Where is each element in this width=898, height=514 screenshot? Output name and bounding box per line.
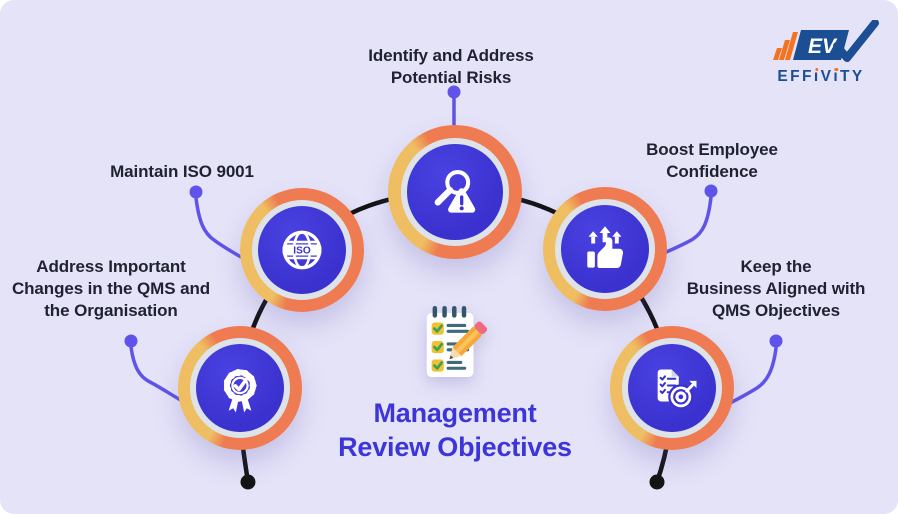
award-badge-check-icon [223, 369, 257, 413]
node-core [407, 144, 503, 240]
node-keep-aligned [610, 326, 734, 450]
label-address-changes: Address Important Changes in the QMS and… [11, 257, 211, 320]
wordmark-i: ı [813, 68, 821, 85]
iso-globe-icon: ISO [282, 230, 322, 270]
label-boost-confidence: Boost Employee Confidence [646, 140, 778, 181]
logo-mark-text: EV [808, 35, 838, 58]
wordmark-part: EFF [777, 68, 814, 85]
node-ring [190, 338, 290, 438]
arc-end-dot-right [649, 474, 665, 490]
label-connector-dots [124, 85, 783, 348]
effivity-logo: EV EFFıVıTY [760, 20, 882, 86]
node-core [627, 343, 717, 433]
label-identify-risks: Identify and Address Potential Risks [368, 46, 534, 87]
node-core [560, 204, 650, 294]
label-keep-aligned: Keep the Business Aligned with QMS Objec… [686, 257, 866, 320]
node-address-changes [178, 326, 302, 450]
effivity-logo-mark: EV [773, 20, 879, 62]
node-ring: ISO [252, 200, 352, 300]
effivity-wordmark: EFFıVıTY [777, 68, 864, 86]
node-maintain-iso: ISO [240, 188, 364, 312]
node-core [195, 343, 285, 433]
logo-stripes [773, 32, 798, 60]
checklist-pencil-icon [426, 306, 488, 377]
iso-icon-text: ISO [293, 246, 311, 257]
wordmark-i: ı [833, 68, 841, 85]
thumbs-up-growth-icon [587, 226, 624, 268]
node-boost-confidence [543, 187, 667, 311]
node-ring [622, 338, 722, 438]
node-core: ISO [257, 205, 347, 295]
label-connectors [129, 95, 778, 406]
wordmark-part: V [820, 68, 834, 85]
node-ring [401, 138, 509, 246]
logo-checkmark [833, 20, 879, 62]
label-maintain-iso: Maintain ISO 9001 [110, 162, 254, 181]
wordmark-part: TY [840, 68, 865, 85]
node-identify-risks [388, 125, 522, 259]
node-ring [555, 199, 655, 299]
document-target-icon [657, 369, 697, 410]
arc-end-dot-left [240, 474, 256, 490]
page-title: Management Review Objectives [338, 398, 572, 462]
magnifier-warning-icon [434, 170, 476, 213]
